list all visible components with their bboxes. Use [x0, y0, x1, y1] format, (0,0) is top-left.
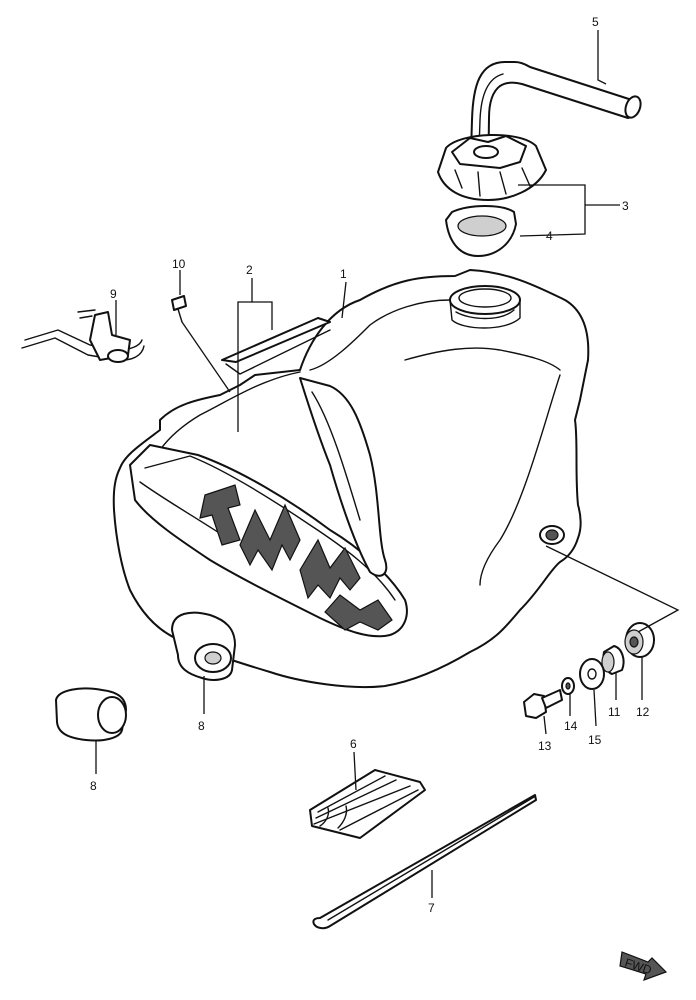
callout-14: 14 [564, 719, 578, 733]
bolt-13 [523, 689, 563, 719]
callout-15: 15 [588, 733, 602, 747]
callout-4: 4 [546, 229, 553, 243]
collar-11 [601, 645, 625, 675]
fuel-tank [112, 269, 590, 689]
damper-12 [624, 622, 655, 658]
cable-tie [312, 794, 537, 930]
callout-7: 7 [428, 901, 435, 915]
callout-6: 6 [350, 737, 357, 751]
callout-10: 10 [172, 257, 186, 271]
callout-2: 2 [246, 263, 253, 277]
callout-12: 12 [636, 705, 650, 719]
tank-pad [221, 317, 331, 375]
screw [171, 295, 187, 323]
hose-clip [21, 309, 145, 363]
fwd-label: FWD [623, 956, 654, 978]
callout-5: 5 [592, 15, 599, 29]
callout-9: 9 [110, 287, 117, 301]
breather-hose [469, 61, 642, 186]
hose-set [309, 769, 426, 839]
callout-3: 3 [622, 199, 629, 213]
leader-lines [95, 30, 680, 898]
callout-numbers: 5 3 4 1 2 10 9 8 8 12 11 15 14 13 6 7 [90, 15, 650, 915]
rubber-cushion-lower [55, 687, 127, 742]
callout-8-lower: 8 [90, 779, 97, 793]
callout-1: 1 [340, 267, 347, 281]
washer-15 [579, 658, 605, 690]
callout-11: 11 [608, 705, 621, 719]
forward-arrow-icon: FWD [619, 951, 668, 981]
rubber-cushion-upper [171, 611, 236, 681]
callout-13: 13 [538, 739, 552, 753]
callout-8-upper: 8 [198, 719, 205, 733]
fuel-cap [437, 133, 547, 201]
washer-14 [561, 677, 575, 695]
cap-gasket [445, 205, 517, 257]
